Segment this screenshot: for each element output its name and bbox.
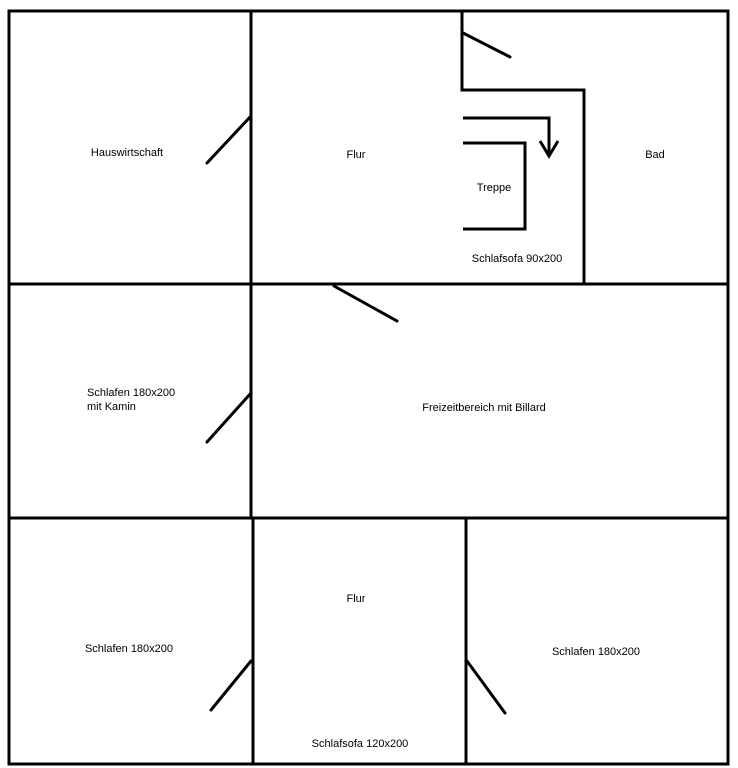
label-schlafsofa-120: Schlafsofa 120x200 — [312, 738, 409, 750]
label-schlafen-bottom-right: Schlafen 180x200 — [552, 646, 640, 658]
stair-outline — [463, 141, 527, 231]
wall-bad — [460, 88, 586, 286]
stair-arrow-head — [538, 140, 560, 159]
door-freizeitbereich — [332, 284, 399, 323]
door-schlafen-kamin — [205, 391, 253, 444]
door-schlafen-bottom-left — [209, 659, 253, 712]
label-schlafen-kamin: Schlafen 180x200 — [87, 387, 175, 399]
door-bad — [461, 31, 512, 59]
label-flur-top: Flur — [347, 149, 366, 161]
label-schlafen-bottom-left: Schlafen 180x200 — [85, 643, 173, 655]
label-bad: Bad — [645, 149, 665, 161]
label-freizeitbereich: Freizeitbereich mit Billard — [422, 402, 545, 414]
label-schlafsofa-90: Schlafsofa 90x200 — [472, 253, 563, 265]
stair-direction-line — [463, 116, 551, 153]
door-hauswirtschaft — [205, 114, 253, 165]
outer-wall — [7, 9, 730, 766]
label-hauswirtschaft: Hauswirtschaft — [91, 147, 163, 159]
door-schlafen-bottom-right — [465, 659, 507, 715]
label-treppe: Treppe — [477, 182, 511, 194]
label-flur-bottom: Flur — [347, 593, 366, 605]
label-schlafen-kamin-sub: mit Kamin — [87, 401, 136, 413]
